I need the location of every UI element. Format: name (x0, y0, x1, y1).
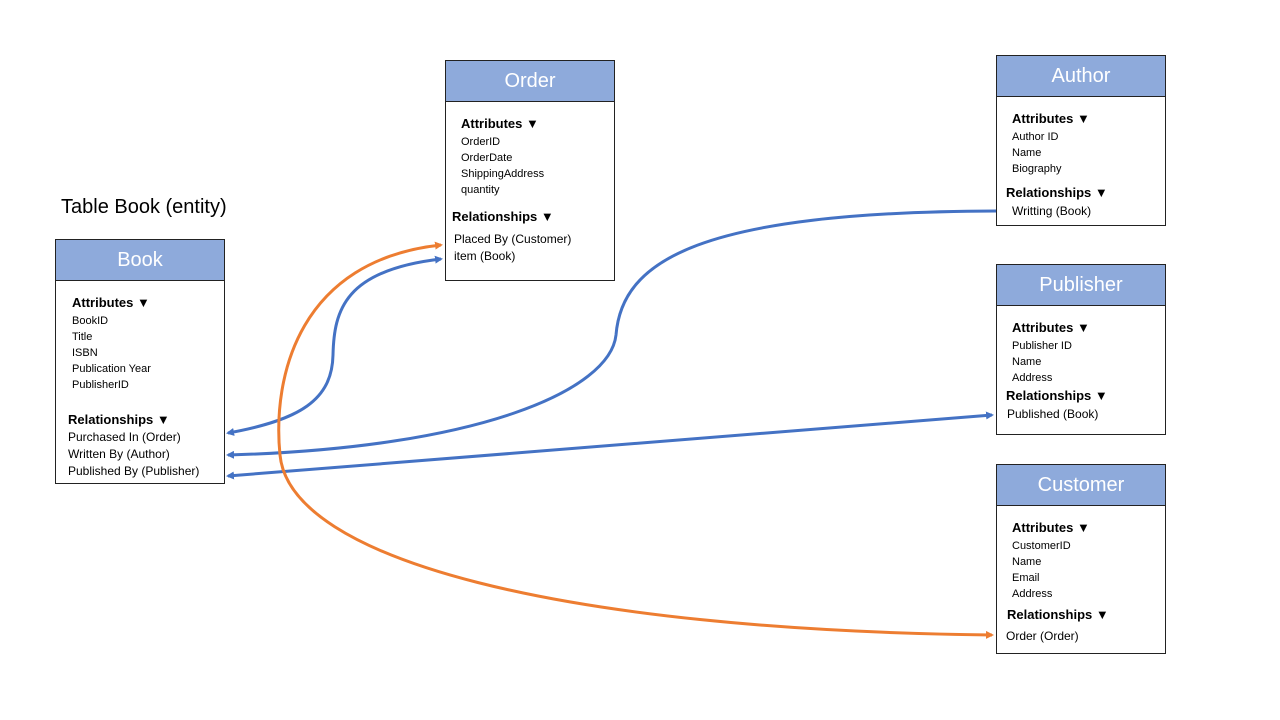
author-attribute: Author ID (1012, 131, 1059, 143)
book-attribute: ISBN (72, 347, 98, 359)
publisher-attributes-heading: Attributes ▼ (1012, 320, 1090, 335)
entity-author-title: Author (997, 56, 1165, 97)
book-attribute: Title (72, 331, 93, 343)
entity-book: Book Attributes ▼ BookID Title ISBN Publ… (55, 239, 225, 484)
publisher-relationships-heading: Relationships ▼ (1006, 388, 1108, 403)
author-attribute: Name (1012, 147, 1042, 159)
order-attribute: quantity (461, 184, 500, 196)
publisher-attribute: Name (1012, 356, 1042, 368)
order-relationship: Placed By (Customer) (454, 232, 572, 246)
customer-attributes-heading: Attributes ▼ (1012, 520, 1090, 535)
connector-book-order-item (226, 255, 443, 436)
order-attribute: ShippingAddress (461, 168, 545, 180)
customer-attribute: CustomerID (1012, 540, 1071, 552)
entity-order-title: Order (446, 61, 614, 102)
book-attributes-heading: Attributes ▼ (72, 295, 150, 310)
book-relationship: Written By (Author) (68, 447, 170, 461)
entity-publisher: Publisher Attributes ▼ Publisher ID Name… (996, 264, 1166, 435)
entity-publisher-title: Publisher (997, 265, 1165, 306)
book-attribute: BookID (72, 315, 109, 327)
author-relationships-heading: Relationships ▼ (1006, 185, 1108, 200)
customer-relationship: Order (Order) (1006, 629, 1079, 643)
order-attribute: OrderID (461, 136, 501, 148)
entity-book-title: Book (56, 240, 224, 281)
order-attributes-heading: Attributes ▼ (461, 116, 539, 131)
connector-book-publisher (226, 411, 994, 480)
publisher-relationship: Published (Book) (1007, 407, 1099, 421)
author-attribute: Biography (1012, 163, 1062, 175)
publisher-attribute: Publisher ID (1012, 340, 1072, 352)
customer-attribute: Name (1012, 556, 1042, 568)
author-attributes-heading: Attributes ▼ (1012, 111, 1090, 126)
publisher-attribute: Address (1012, 372, 1053, 384)
entity-author: Author Attributes ▼ Author ID Name Biogr… (996, 55, 1166, 226)
order-relationship: item (Book) (454, 249, 516, 263)
book-relationship: Purchased In (Order) (68, 430, 181, 444)
entity-customer: Customer Attributes ▼ CustomerID Name Em… (996, 464, 1166, 654)
author-relationship: Writting (Book) (1012, 204, 1092, 218)
diagram-caption: Table Book (entity) (61, 196, 227, 218)
customer-attribute: Address (1012, 588, 1053, 600)
book-relationship: Published By (Publisher) (68, 464, 200, 478)
order-attribute: OrderDate (461, 152, 513, 164)
book-relationships-heading: Relationships ▼ (68, 412, 170, 427)
entity-order: Order Attributes ▼ OrderID OrderDate Shi… (445, 60, 615, 281)
customer-relationships-heading: Relationships ▼ (1007, 607, 1109, 622)
entity-customer-title: Customer (997, 465, 1165, 506)
order-relationships-heading: Relationships ▼ (452, 209, 554, 224)
customer-attribute: Email (1012, 572, 1040, 584)
book-attribute: Publication Year (72, 363, 151, 375)
connector-customer-order (277, 241, 994, 639)
book-attribute: PublisherID (72, 379, 129, 391)
